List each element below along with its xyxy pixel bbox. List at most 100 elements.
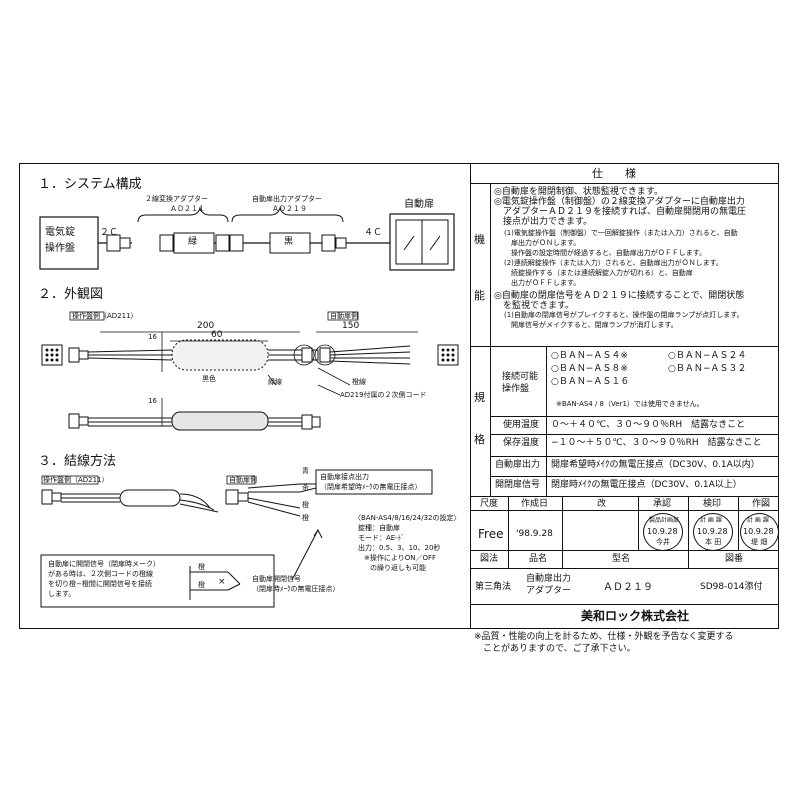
cut-mark: × <box>218 577 226 587</box>
dim-16-b: 16 <box>148 397 157 405</box>
note-orange-label-1: 橙 <box>198 563 205 571</box>
wiring-door-side-tag: 自動扉側 <box>229 476 257 484</box>
black-label: 黒 <box>284 237 294 247</box>
open-close-line-2: （閉扉時ﾒｰｸの無電圧接点） <box>252 585 340 593</box>
note-line-3: を切り橙−橙間に開閉信号を接続 <box>48 580 152 588</box>
check-header: 検印 <box>703 499 722 509</box>
system-diagram <box>39 206 455 271</box>
section-3-heading: ３．結線方法 <box>38 454 117 469</box>
dim-16-a: 16 <box>148 333 157 341</box>
wire-orange-label-2: 橙 <box>302 514 309 522</box>
dim-60: 60 <box>211 330 223 340</box>
dwg-header: 図番 <box>725 554 744 564</box>
name-value-2: アダプター <box>526 586 572 596</box>
function-line: ◎電気錠操作盤（制御盤）の２線変換アダプターに自動扉出力 <box>494 197 745 207</box>
note-line-4: します。 <box>48 590 76 598</box>
model-1: ○ＢＡＮ−ＡＳ４※ <box>551 351 628 361</box>
date-header: 作成日 <box>521 499 549 509</box>
close-sig-label: 開閉扉信号 <box>495 480 541 490</box>
settings-line-5: ※操作によりON／OFF <box>364 554 437 562</box>
section-1-heading: １．システム構成 <box>38 177 142 192</box>
drawing-sheet <box>19 163 779 629</box>
appearance-door-side-tag: 自動扉側 <box>330 312 358 320</box>
approve-header: 承認 <box>653 499 672 509</box>
model-value: ＡＤ２１９ <box>603 582 653 593</box>
ad211-caption: ２線変換アダプター <box>145 195 208 203</box>
function-line: ◎自動扉の閉扉信号をＡＤ２１９に接続することで、開閉状態 <box>494 291 745 301</box>
scale-value: Free <box>478 527 504 541</box>
draw-header: 作図 <box>752 499 771 509</box>
dwg-value: SD98-014添付 <box>700 582 763 592</box>
cable-4c-label: ４Ｃ <box>364 228 383 238</box>
scale-header: 尺度 <box>480 499 499 509</box>
lock-panel-label-1: 電気錠 <box>45 227 75 238</box>
appearance-lock-side-tag: 操作盤側（AD211） <box>72 312 138 320</box>
std-label-1: 規 <box>474 391 485 404</box>
date-value: '98.9.28 <box>516 529 553 539</box>
black-color-label: 黒色 <box>202 375 216 383</box>
open-close-line-1: 自動扉開閉信号 <box>252 575 301 583</box>
function-line: 扉出力がＯＮします。 <box>504 239 581 247</box>
settings-line-6: の繰り返しも可能 <box>370 564 426 572</box>
function-line: (2)連続解錠操作（または入力）されると、自動扉出力がＯＮします。 <box>504 259 723 267</box>
function-line: 続錠操作する（または連続解錠入力が切れる）と、自動扉 <box>504 269 693 277</box>
model-header: 型名 <box>612 554 631 564</box>
green-label: 緑 <box>188 237 198 247</box>
wire-blue-label: 青 <box>302 467 309 475</box>
settings-line-4: 出力：0.5、3、10、20秒 <box>358 544 441 552</box>
appearance-diagram <box>41 311 459 431</box>
note-line-1: 自動扉に開閉信号（閉扉時メーク） <box>48 560 160 568</box>
door-out-value: 開扉希望時ﾒｲｸの無電圧接点（DC30V、0.1A以内） <box>551 460 760 470</box>
wire-orange-label-1: 橙 <box>302 501 309 509</box>
models-note: ※BAN-AS4 / 8（Ver1）では使用できません。 <box>556 400 704 408</box>
name-header: 品名 <box>529 554 548 564</box>
auto-door-label: 自動扉 <box>404 199 434 210</box>
note-orange-label-2: 橙 <box>198 581 205 589</box>
orange-wire-label: 橙線 <box>352 378 366 386</box>
spec-title: 仕 様 <box>592 167 636 180</box>
section-2-heading: ２．外観図 <box>38 287 104 302</box>
footnote-line-2: ことがありますので、ご了承下さい。 <box>474 644 636 654</box>
green-wire-label: 緑線 <box>268 378 282 386</box>
out-contact-line-1: 自動扉接点出力 <box>320 473 369 481</box>
model-4: ○ＢＡＮ−ＡＳ３２ <box>668 364 747 374</box>
ad219-caption: 自動扉出力アダプター <box>252 195 322 203</box>
model-3: ○ＢＡＮ−ＡＳ８※ <box>551 364 628 374</box>
function-line: を監視できます。 <box>494 301 575 311</box>
lock-panel-label-2: 操作盤 <box>45 243 75 254</box>
temp-store-label: 保存温度 <box>503 438 540 448</box>
secondary-cord-label: AD219付属の２次側コード <box>340 391 427 399</box>
connectable-line-2: 操作盤 <box>502 384 530 394</box>
function-line: アダプターＡＤ２１９を接続すれば、自動扉開閉用の無電圧 <box>494 207 747 217</box>
function-line: (1)電気錠操作盤（制御盤）で一回解錠操作（または入力）されると、自動 <box>504 229 738 237</box>
function-line: (1)自動扉の閉扉信号がブレイクすると、操作盤の閉扉ランプが点灯します。 <box>504 311 744 319</box>
check-stamp: 計 画 課 10.9.28 本 田 <box>693 513 733 551</box>
close-sig-value: 閉扉時ﾒｲｸの無電圧接点（DC30V、0.1A以上） <box>551 480 742 490</box>
divider <box>470 163 471 629</box>
connectable-line-1: 接続可能 <box>502 372 539 382</box>
approval-stamp: 製品計画部 10.9.28 今井 <box>643 513 683 551</box>
model-5: ○ＢＡＮ−ＡＳ１６ <box>551 377 630 387</box>
temp-store-value: −１０〜＋５０℃、３０〜９０％RH 結露なきこと <box>551 438 762 448</box>
footnote-line-1: ※品質・性能の向上を計るため、仕様・外観を予告なく変更する <box>474 632 734 642</box>
wire-brown-label: 茶 <box>302 483 309 491</box>
door-out-label: 自動扉出力 <box>495 460 541 470</box>
func-label-1: 機 <box>474 233 485 246</box>
settings-line-1: 〈BAN-AS4/8/16/24/32の設定〉 <box>354 514 461 522</box>
dim-150: 150 <box>342 321 360 331</box>
method-value: 第三角法 <box>475 582 512 592</box>
cable-2c-label: ２Ｃ <box>100 228 119 238</box>
ad211-model: ＡＤ２１１ <box>170 205 205 213</box>
name-value-1: 自動扉出力 <box>526 574 572 584</box>
wiring-diagram <box>40 469 433 608</box>
draw-stamp: 計 画 課 10.9.28 堤 畑 <box>740 513 779 551</box>
ad219-model: ＡＤ２１９ <box>272 205 307 213</box>
temp-use-value: ０〜＋４０℃、３０〜９０％RH 結露なきこと <box>551 420 746 430</box>
function-line: ◎自動扉を開閉制御、状態監視できます。 <box>494 187 663 197</box>
model-2: ○ＢＡＮ−ＡＳ２４ <box>668 351 747 361</box>
wiring-lock-side-tag: 操作盤側（AD211） <box>43 476 109 484</box>
note-line-2: がある時は、２次側コードの橙線 <box>48 570 153 578</box>
dim-200: 200 <box>197 321 215 331</box>
method-header: 図法 <box>480 554 499 564</box>
rev-header: 改 <box>597 499 607 509</box>
